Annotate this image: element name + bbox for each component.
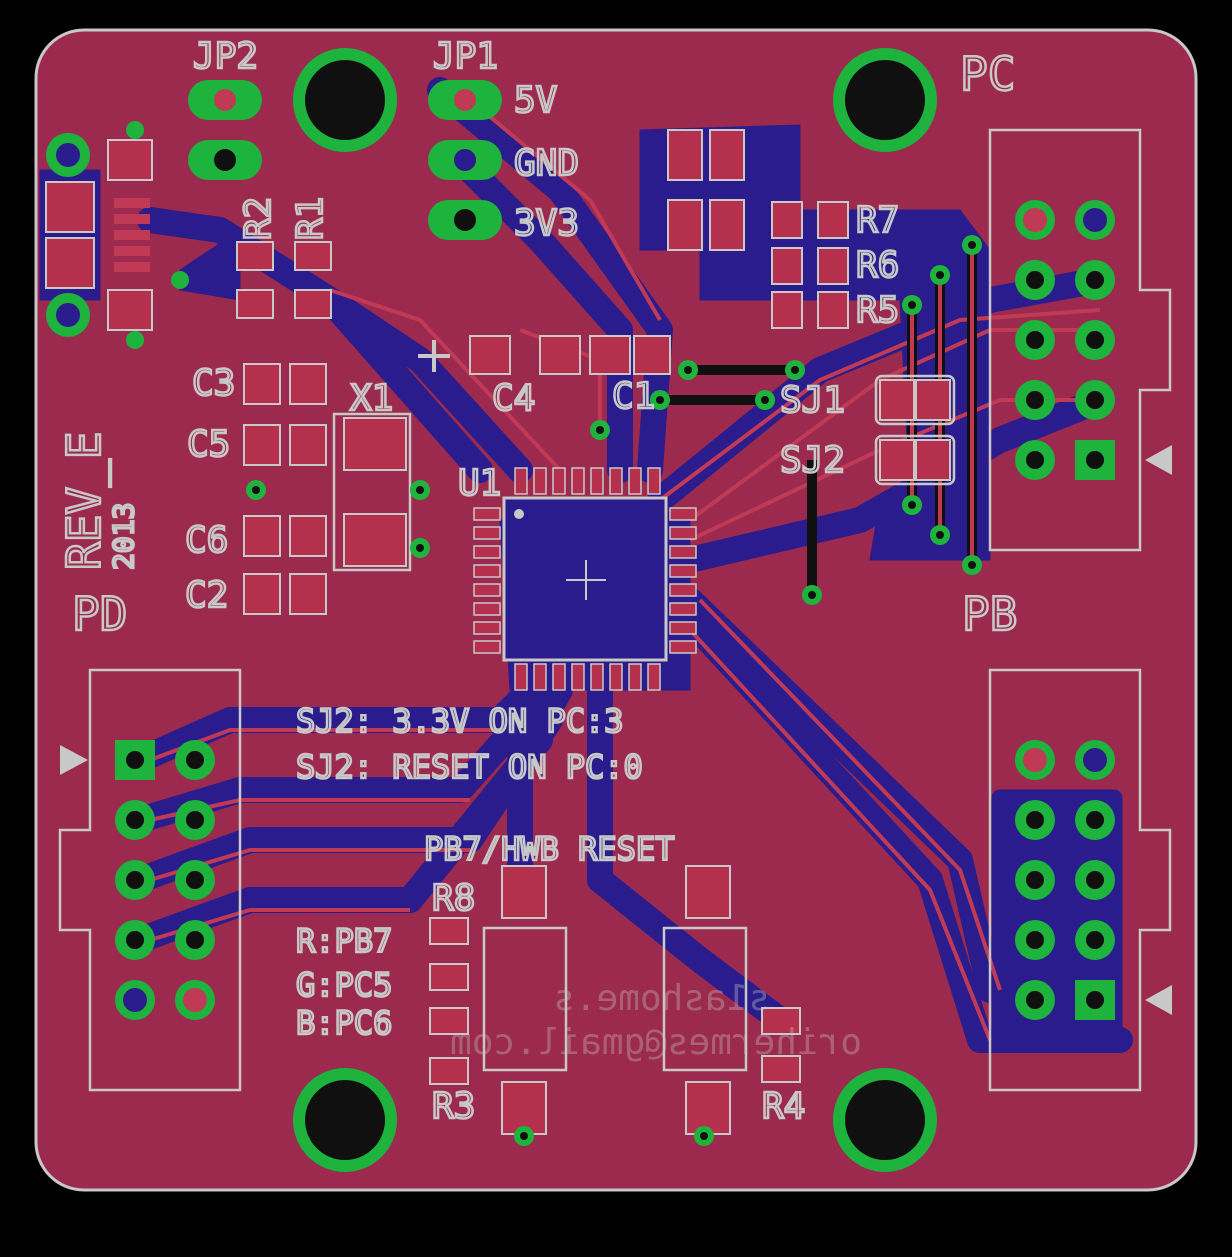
u1-pin — [590, 467, 604, 495]
label-jp1: JP1 — [433, 36, 498, 77]
bottom-silk: s1ashome.s orihermes@gmail.com — [450, 978, 862, 1063]
note-sj2-line2: SJ2: RESET ON PC:0 — [296, 748, 643, 786]
label-x1: X1 — [350, 378, 393, 419]
bottom-text-line2: orihermes@gmail.com — [450, 1022, 862, 1063]
label-sj1: SJ1 — [780, 380, 845, 421]
note-buttons: PB7/HWB RESET — [424, 830, 674, 868]
u1-pin — [473, 621, 501, 635]
note-sj2-line1: SJ2: 3.3V ON PC:3 — [296, 702, 624, 740]
label-pb: PB — [962, 587, 1017, 641]
label-5v: 5V — [514, 80, 557, 121]
u1-pin — [669, 640, 697, 654]
u1-pin — [669, 507, 697, 521]
label-r4: R4 — [762, 1086, 805, 1127]
label-revision: REV_E — [57, 432, 111, 570]
u1-pin — [514, 467, 528, 495]
u1-pin — [473, 640, 501, 654]
u1-pin — [669, 602, 697, 616]
label-c1: C1 — [612, 376, 655, 417]
label-gnd: GND — [514, 143, 579, 184]
label-pc: PC — [960, 47, 1015, 101]
note-led-r: R:PB7 — [296, 922, 392, 960]
label-u1: U1 — [458, 463, 501, 504]
header-pins-pd — [115, 740, 215, 1020]
sj-outlines — [332, 374, 956, 1072]
u1-pin — [669, 583, 697, 597]
u1-pin — [571, 467, 585, 495]
vias — [246, 235, 982, 1146]
pin1-markers — [60, 445, 1172, 1015]
header-pins-pc — [1015, 200, 1115, 480]
u1-pin — [514, 663, 528, 691]
u1-pin — [669, 526, 697, 540]
silk-labels: JP2 JP1 5V GND 3V3 PC PB PD R7 R6 R5 SJ1… — [56, 35, 1019, 1129]
u1-pin — [552, 663, 566, 691]
u1-pin — [533, 467, 547, 495]
u1-pin — [647, 467, 661, 495]
u1-pin — [669, 545, 697, 559]
label-3v3: 3V3 — [514, 203, 579, 244]
u1-pin — [473, 545, 501, 559]
u1-pin — [590, 663, 604, 691]
label-sj2: SJ2 — [780, 440, 845, 481]
label-c2: C2 — [185, 575, 228, 616]
polarity-marks — [418, 340, 450, 372]
u1-pin — [473, 526, 501, 540]
header-outlines — [58, 128, 1172, 1092]
mounting-holes — [293, 48, 937, 1172]
header-pins-pb — [1015, 740, 1115, 1020]
u1-pin — [473, 564, 501, 578]
u1-pin — [647, 663, 661, 691]
smd-pads — [236, 129, 951, 1135]
label-c3: C3 — [192, 363, 235, 404]
mcu-u1 — [502, 496, 668, 662]
bottom-text-line1: s1ashome.s — [553, 978, 770, 1019]
u1-pin — [473, 507, 501, 521]
label-jp2: JP2 — [193, 36, 258, 77]
u1-pins — [473, 467, 697, 691]
u1-pin — [473, 602, 501, 616]
label-pd: PD — [72, 587, 127, 641]
note-led-b: B:PC6 — [296, 1004, 392, 1042]
label-c5: C5 — [187, 424, 230, 465]
label-r1: R1 — [290, 197, 331, 240]
label-r3: R3 — [432, 1086, 475, 1127]
u1-pin — [609, 663, 623, 691]
u1-pin — [669, 564, 697, 578]
jumper-pins — [188, 80, 502, 240]
usb-connector — [45, 121, 189, 349]
label-r2: R2 — [238, 197, 279, 240]
label-year: 2013 — [107, 503, 140, 570]
u1-pin — [609, 467, 623, 495]
u1-pin — [571, 663, 585, 691]
u1-pin — [533, 663, 547, 691]
label-c6: C6 — [185, 520, 228, 561]
u1-pin — [628, 467, 642, 495]
label-r5: R5 — [856, 290, 899, 331]
label-r7: R7 — [856, 200, 899, 241]
u1-pin — [552, 467, 566, 495]
label-r6: R6 — [856, 245, 899, 286]
u1-pin — [628, 663, 642, 691]
u1-pin — [669, 621, 697, 635]
note-led-g: G:PC5 — [296, 966, 392, 1004]
u1-pin — [473, 583, 501, 597]
label-c4: C4 — [492, 378, 535, 419]
label-r8: R8 — [432, 878, 475, 919]
